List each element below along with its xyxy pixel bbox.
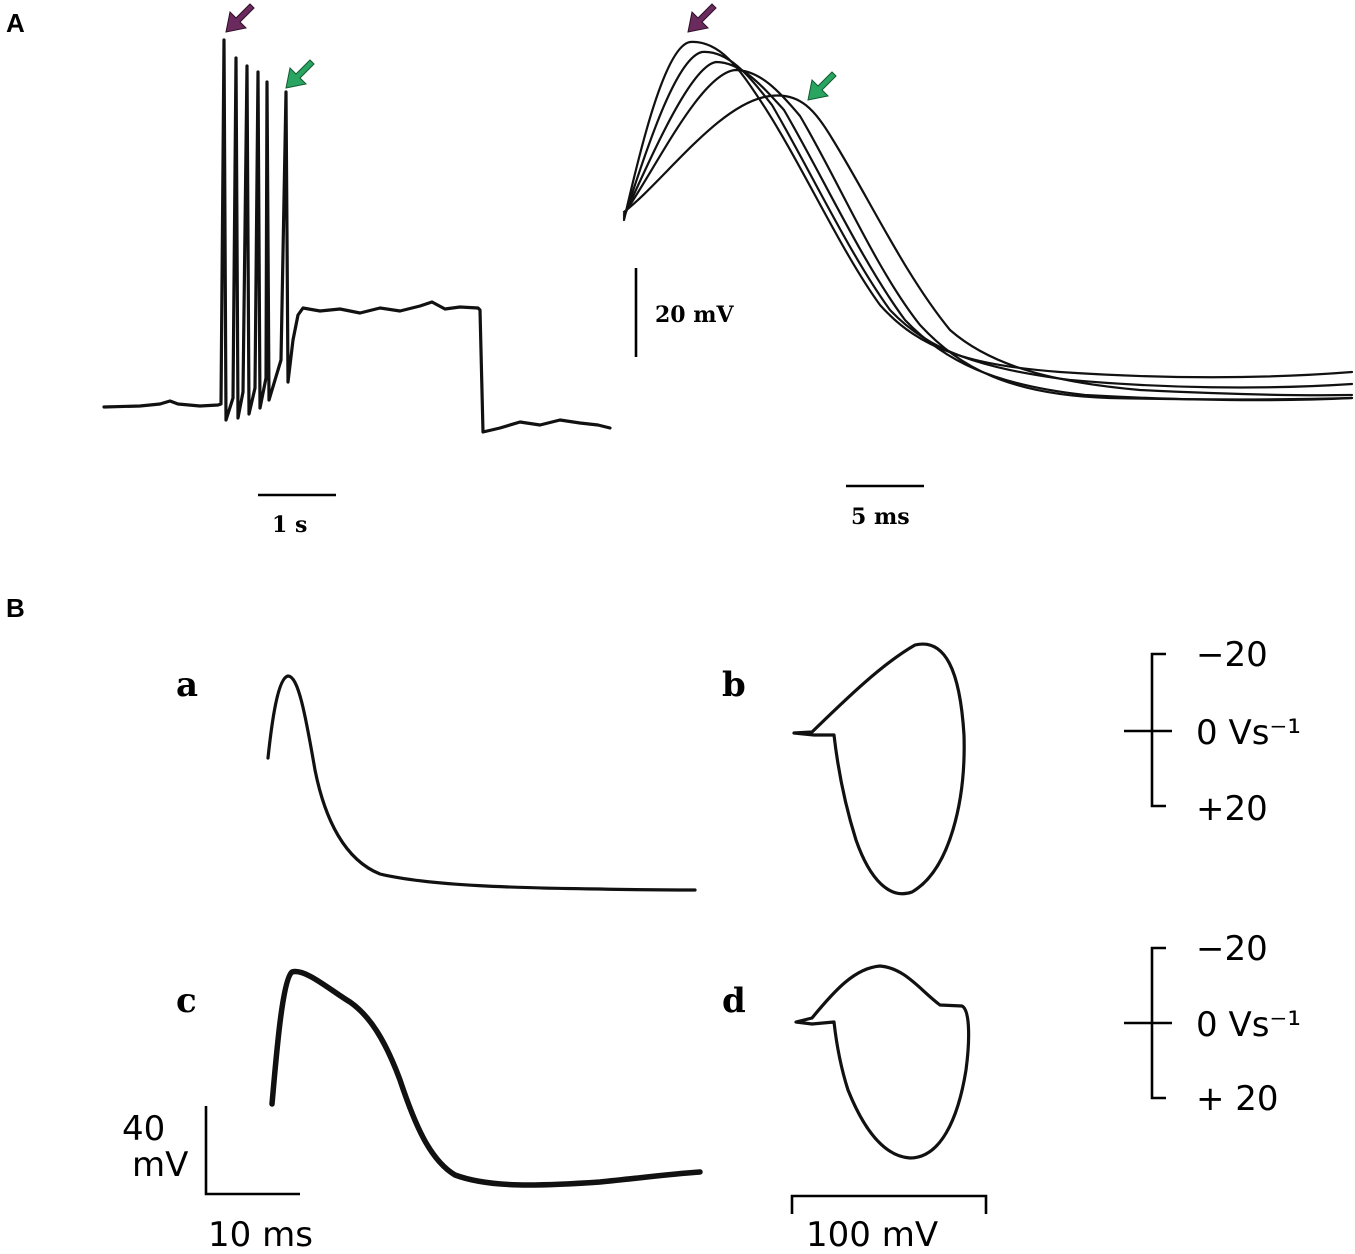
time-scale-label-10ms: 10 ms [208,1215,313,1254]
phase-scale-bracket [790,1194,988,1214]
phase-plot-d [794,964,971,1160]
voltage-scale-value: 40 [122,1109,165,1149]
phase-scale-label-100mv: 100 mV [806,1215,938,1254]
dvdt-axis-bottom-neg: −20 [1196,929,1268,969]
time-scale-label-1s: 1 s [272,512,307,538]
voltage-scale-label-20mv: 20 mV [655,302,735,328]
l-scale-bar [204,1106,300,1196]
sublabel-c: c [176,981,197,1021]
last-spike-arrow-right-icon [807,71,837,101]
sublabel-b: b [722,665,746,705]
voltage-scale-unit: mV [132,1145,188,1185]
dvdt-axis-top-pos: +20 [1196,789,1268,829]
time-scale-label-5ms: 5 ms [851,504,910,530]
phase-plot-b [792,642,966,896]
action-potential-trace-c [269,968,703,1188]
spike-train-trace [102,38,612,434]
dvdt-axis-top-neg: −20 [1196,635,1268,675]
panel-label-a: A [6,8,25,38]
panel-label-b: B [6,593,25,623]
dvdt-axis-bottom-zero: 0 Vs⁻¹ [1196,1005,1301,1045]
action-potential-trace-a [266,674,697,892]
last-spike-arrow-icon [285,59,315,89]
sublabel-d: d [722,981,746,1021]
first-spike-arrow-right-icon [687,3,717,33]
dvdt-axis-top-zero: 0 Vs⁻¹ [1196,713,1301,753]
superimposed-spikes [622,40,1354,402]
dvdt-axis-bottom-pos: + 20 [1196,1079,1279,1119]
dvdt-axis-top: −20 0 Vs⁻¹ +20 [1124,635,1301,829]
first-spike-arrow-icon [225,3,255,33]
sublabel-a: a [176,665,198,705]
dvdt-axis-bottom: −20 0 Vs⁻¹ + 20 [1124,929,1301,1119]
